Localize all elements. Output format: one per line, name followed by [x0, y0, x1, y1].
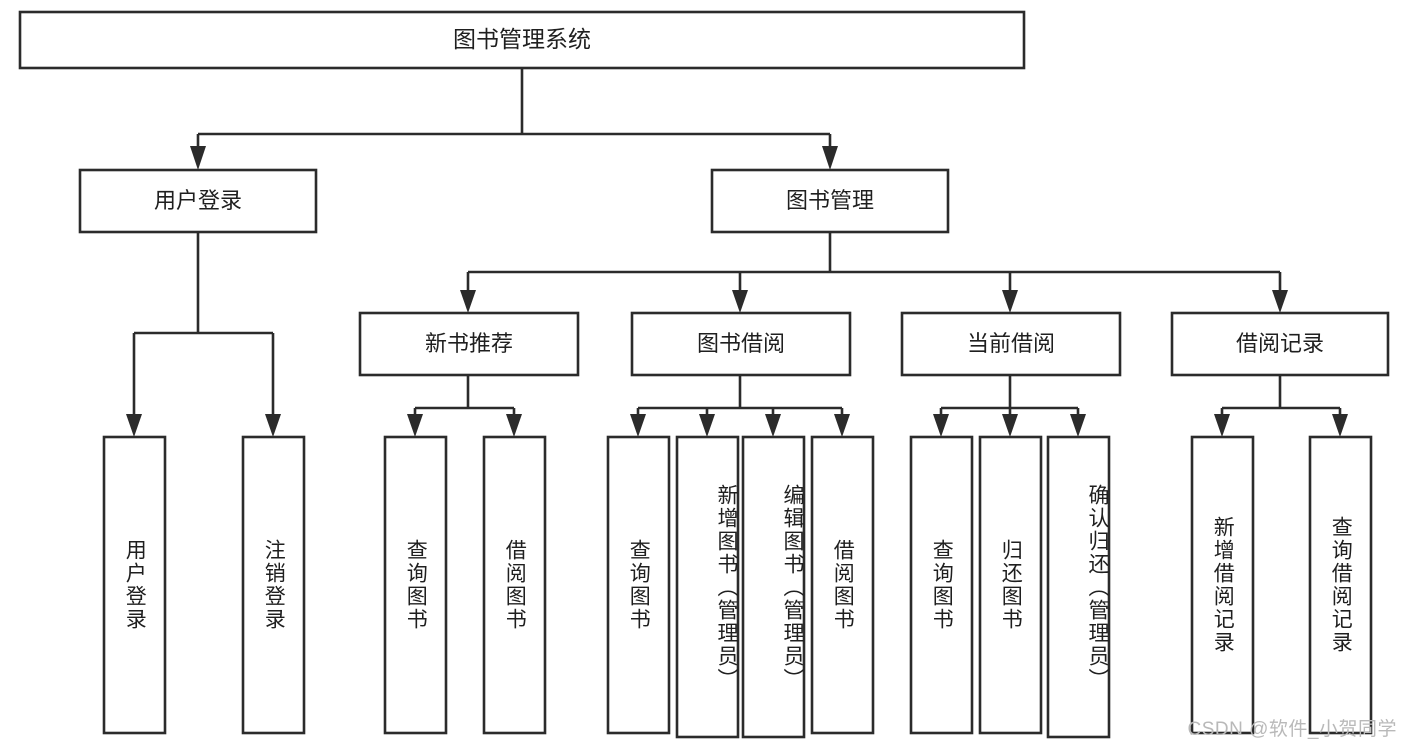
node-title-system-box	[18, 10, 1026, 70]
node-book-management-box	[710, 168, 950, 234]
node-title-system-label: 图书管理系统	[453, 26, 591, 52]
arrowhead-leaf-query-record	[1332, 414, 1348, 437]
edge-group-user-login	[126, 232, 281, 437]
arrowhead-user-login	[190, 146, 206, 170]
node-leaf-add-record-box[interactable]	[1190, 435, 1255, 735]
node-leaf-edit-book-box[interactable]	[741, 435, 806, 739]
node-new-book-recommend-label: 新书推荐	[425, 331, 513, 356]
edge-group-new-book-recommend	[407, 375, 522, 437]
node-current-borrow-box	[900, 311, 1122, 377]
arrowhead-leaf-logout-login	[265, 414, 281, 437]
edge-group-book-borrow	[630, 375, 850, 437]
node-leaf-confirm-return-box[interactable]	[1046, 435, 1111, 739]
node-leaf-borrow-book-2-box[interactable]	[810, 435, 875, 735]
node-user-login-box	[78, 168, 318, 234]
csdn-watermark: CSDN @软件_小贺同学	[1187, 719, 1397, 740]
node-borrow-record-box	[1170, 311, 1390, 377]
arrowhead-leaf-add-book	[699, 414, 715, 437]
node-book-borrow-label: 图书借阅	[697, 331, 785, 356]
node-book-management-label: 图书管理	[786, 188, 874, 213]
arrowhead-leaf-confirm-return	[1070, 414, 1086, 437]
node-book-borrow-box	[630, 311, 852, 377]
node-borrow-record-label: 借阅记录	[1236, 331, 1324, 356]
arrowhead-new-book-recommend	[460, 290, 476, 313]
node-user-login-label: 用户登录	[154, 188, 242, 213]
node-borrow-record[interactable]: 借阅记录	[1170, 311, 1390, 377]
edge-group-book-management	[460, 232, 1288, 313]
arrowhead-book-borrow	[732, 290, 748, 313]
node-leaf-query-book-3-box[interactable]	[909, 435, 974, 735]
edge-group-current-borrow	[933, 375, 1086, 437]
node-book-borrow[interactable]: 图书借阅	[630, 311, 852, 377]
node-leaf-query-book-1-box[interactable]	[383, 435, 448, 735]
node-leaf-query-book-2-box[interactable]	[606, 435, 671, 735]
node-current-borrow-label: 当前借阅	[967, 331, 1055, 356]
edge-group-borrow-record	[1214, 375, 1348, 437]
arrowhead-leaf-query-book-2	[630, 414, 646, 437]
arrowhead-book-management	[822, 146, 838, 170]
arrowhead-leaf-query-book-1	[407, 414, 423, 437]
arrowhead-current-borrow	[1002, 290, 1018, 313]
node-leaf-user-login-box[interactable]	[102, 435, 167, 735]
arrowhead-leaf-add-record	[1214, 414, 1230, 437]
arrowhead-leaf-return-book	[1002, 414, 1018, 437]
arrowhead-leaf-borrow-book-2	[834, 414, 850, 437]
node-leaf-return-book-box[interactable]	[978, 435, 1043, 735]
node-leaf-logout-login-box[interactable]	[241, 435, 306, 735]
node-new-book-recommend[interactable]: 新书推荐	[358, 311, 580, 377]
node-current-borrow[interactable]: 当前借阅	[900, 311, 1122, 377]
arrowhead-leaf-borrow-book-1	[506, 414, 522, 437]
edge-group-root	[190, 68, 838, 170]
node-leaf-borrow-book-1-box[interactable]	[482, 435, 547, 735]
arrowhead-leaf-edit-book	[765, 414, 781, 437]
node-user-login[interactable]: 用户登录	[78, 168, 318, 234]
arrowhead-leaf-query-book-3	[933, 414, 949, 437]
arrowhead-borrow-record	[1272, 290, 1288, 313]
node-leaf-add-book-box[interactable]	[675, 435, 740, 739]
node-book-management[interactable]: 图书管理	[710, 168, 950, 234]
node-leaf-query-record-box[interactable]	[1308, 435, 1373, 735]
arrowhead-leaf-user-login	[126, 414, 142, 437]
node-new-book-recommend-box	[358, 311, 580, 377]
node-title-system[interactable]: 图书管理系统	[18, 10, 1026, 70]
